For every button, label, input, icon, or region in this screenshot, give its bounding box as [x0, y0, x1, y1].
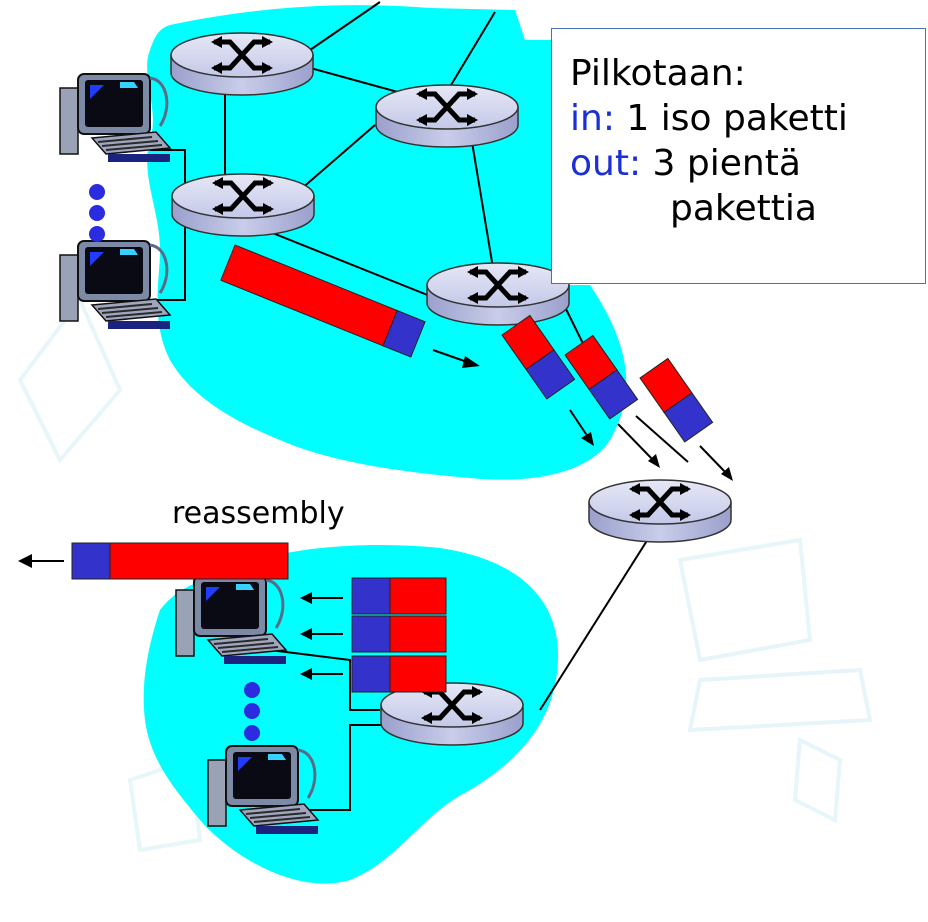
caption-out-line: out: 3 pientä	[570, 141, 925, 186]
transit-arrows	[569, 409, 729, 476]
computer-icon	[58, 239, 172, 331]
arrow-icon	[18, 554, 32, 568]
caption-in-key: in:	[570, 98, 615, 139]
fragment-packet	[564, 334, 639, 420]
caption-out-line-cont: pakettia	[570, 186, 925, 231]
caption-out-key: out:	[570, 143, 642, 184]
large-packet	[220, 244, 426, 358]
fragment-packet	[639, 357, 714, 443]
reassembly-label: reassembly	[172, 496, 345, 531]
router-icon	[171, 33, 313, 95]
router-icon	[376, 85, 518, 147]
router-icon	[427, 263, 569, 325]
receive-arrows	[308, 597, 343, 675]
caption-out-value: 3 pientä	[652, 143, 801, 184]
host-ellipsis-dots	[89, 184, 260, 741]
fragment-packet	[501, 314, 576, 400]
fragmentation-caption-box: Pilkotaan: in: 1 iso paketti out: 3 pien…	[551, 28, 926, 284]
router-icon	[589, 480, 731, 542]
caption-out-value-cont: pakettia	[670, 188, 817, 229]
caption-heading: Pilkotaan:	[570, 53, 746, 94]
received-fragments	[351, 577, 447, 693]
receive-arrowheads	[300, 592, 312, 680]
transit-arrowheads	[581, 432, 733, 481]
caption-in-line: in: 1 iso paketti	[570, 96, 925, 141]
reassembled-packet	[71, 542, 289, 580]
router-icon	[172, 174, 314, 236]
caption-in-value: 1 iso paketti	[626, 98, 848, 139]
arrow-icon	[462, 356, 480, 368]
